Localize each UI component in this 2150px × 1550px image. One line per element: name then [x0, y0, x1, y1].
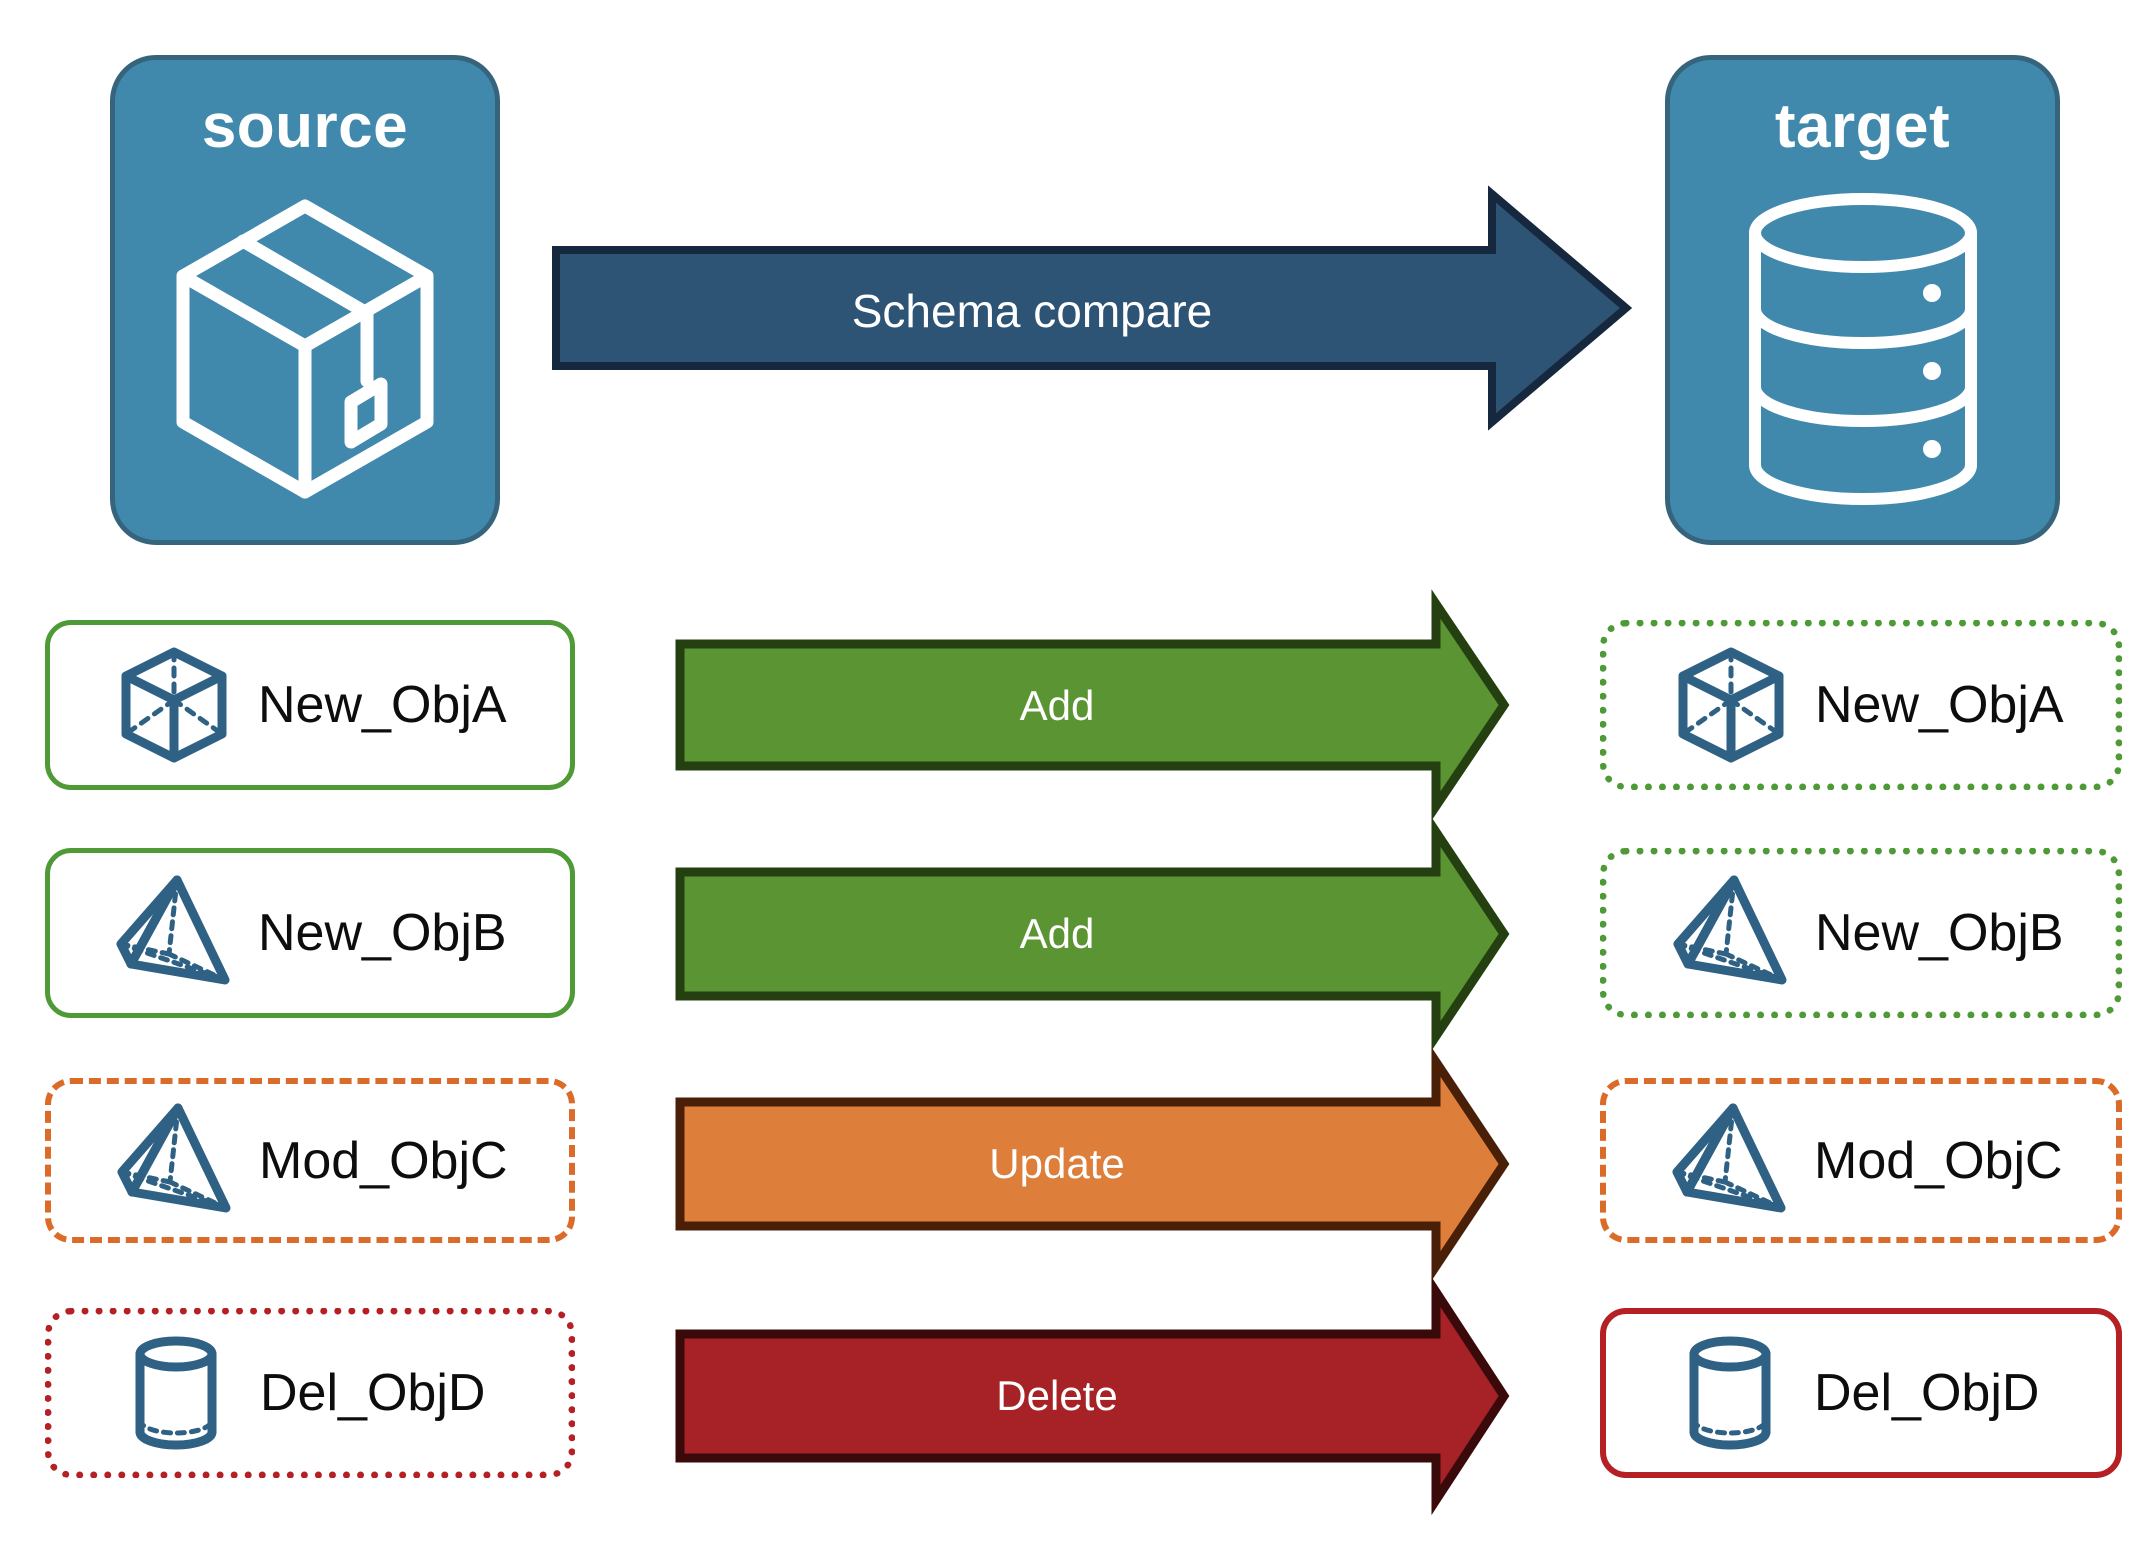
- target-item-mod-objc[interactable]: Mod_ObjC: [1600, 1078, 2122, 1243]
- wireframe-pyramid-icon: [109, 1100, 241, 1222]
- wireframe-cube-icon: [1665, 644, 1797, 766]
- package-box-icon: [115, 158, 495, 540]
- source-item-new-objb[interactable]: New_ObjB: [45, 848, 575, 1018]
- delete-arrow[interactable]: Delete: [675, 1276, 1510, 1516]
- source-item-label: Del_ObjD: [260, 1364, 486, 1422]
- target-item-label: Del_ObjD: [1814, 1364, 2040, 1422]
- wireframe-cube-icon: [108, 644, 240, 766]
- source-item-label: New_ObjB: [258, 904, 507, 962]
- wireframe-pyramid-icon: [1665, 872, 1797, 994]
- schema-compare-arrow[interactable]: Schema compare: [552, 185, 1633, 431]
- add-arrow-1[interactable]: Add: [675, 589, 1510, 821]
- source-item-del-objd[interactable]: Del_ObjD: [45, 1308, 575, 1478]
- target-item-new-obja[interactable]: New_ObjA: [1600, 620, 2122, 790]
- source-item-label: Mod_ObjC: [259, 1131, 508, 1190]
- wireframe-cylinder-icon: [1664, 1332, 1796, 1454]
- target-item-del-objd[interactable]: Del_ObjD: [1600, 1308, 2122, 1478]
- target-item-label: Mod_ObjC: [1814, 1131, 2063, 1190]
- database-cylinder-icon: [1670, 158, 2055, 540]
- source-item-label: New_ObjA: [258, 676, 507, 734]
- target-item-new-objb[interactable]: New_ObjB: [1600, 848, 2122, 1018]
- target-title: target: [1774, 92, 1951, 161]
- update-arrow[interactable]: Update: [675, 1047, 1510, 1281]
- source-item-mod-objc[interactable]: Mod_ObjC: [45, 1078, 575, 1243]
- target-item-label: New_ObjA: [1815, 676, 2064, 734]
- wireframe-pyramid-icon: [1664, 1100, 1796, 1222]
- source-item-new-obja[interactable]: New_ObjA: [45, 620, 575, 790]
- wireframe-cylinder-icon: [110, 1332, 242, 1454]
- target-item-label: New_ObjB: [1815, 904, 2064, 962]
- target-endpoint-card[interactable]: target: [1665, 55, 2060, 545]
- add-arrow-2[interactable]: Add: [675, 817, 1510, 1051]
- wireframe-pyramid-icon: [108, 872, 240, 994]
- source-endpoint-card[interactable]: source: [110, 55, 500, 545]
- source-title: source: [201, 92, 409, 161]
